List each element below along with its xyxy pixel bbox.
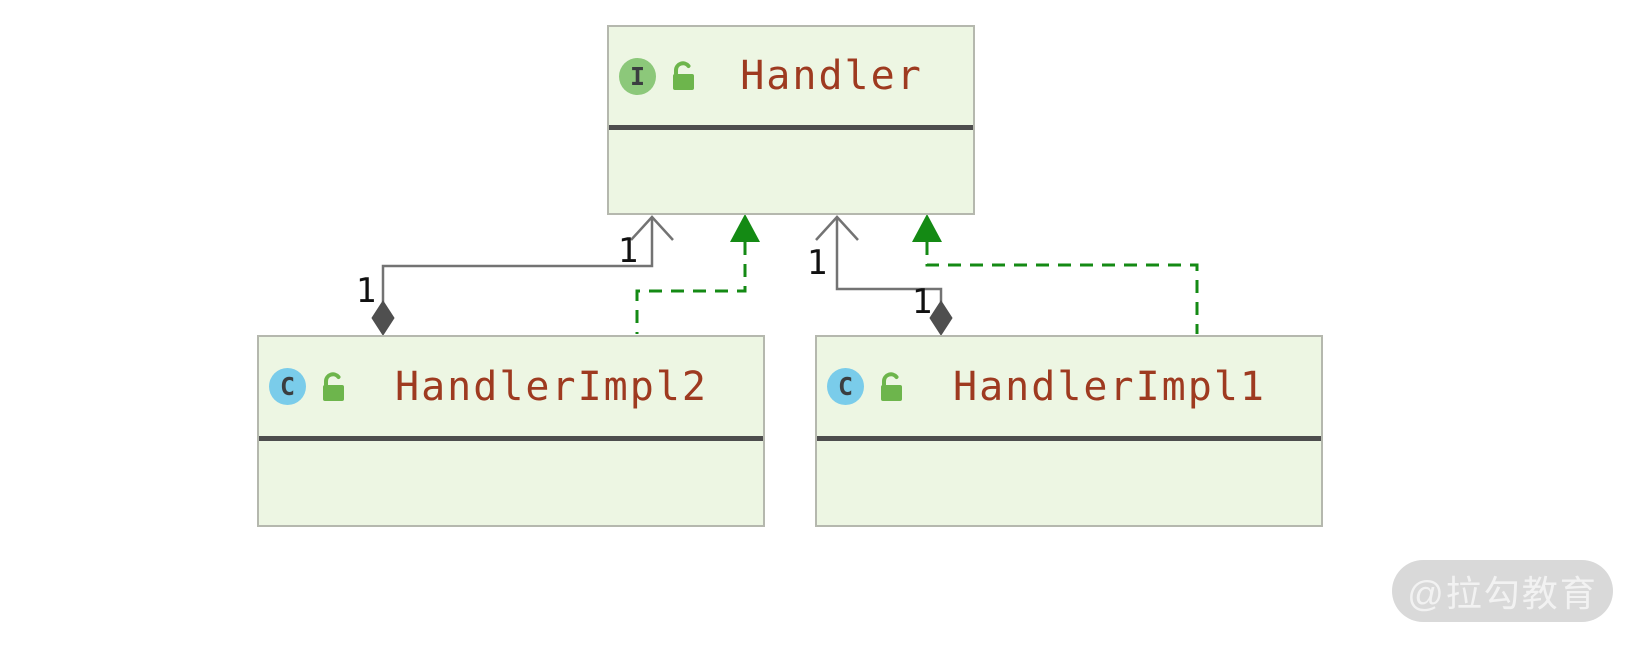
uml-node-handlerimpl1[interactable]: C HandlerImpl1: [815, 335, 1323, 527]
uml-node-handlerimpl2[interactable]: C HandlerImpl2: [257, 335, 765, 527]
uml-node-handler[interactable]: I Handler: [607, 25, 975, 215]
interface-icon: I: [619, 57, 656, 95]
multiplicity-label-impl1-source: 1: [911, 282, 933, 322]
members-section: [609, 130, 973, 213]
multiplicity-label-impl2-source: 1: [355, 271, 377, 311]
class-icon-letter: C: [279, 372, 296, 401]
class-icon-letter: C: [837, 372, 854, 401]
class-icon: C: [827, 368, 864, 405]
node-header: I Handler: [609, 27, 973, 130]
multiplicity-label-impl1-target: 1: [806, 243, 828, 283]
multiplicity-label-impl2-target: 1: [617, 231, 639, 271]
members-section: [817, 441, 1321, 525]
unlocked-padlock-icon: [881, 371, 902, 401]
triangle-arrowhead-icon: [912, 214, 942, 242]
node-title: HandlerImpl1: [953, 363, 1266, 410]
unlocked-padlock-icon: [323, 371, 344, 401]
open-arrowhead-icon: [815, 215, 859, 241]
realization-edge-handlerimpl2: [635, 214, 760, 334]
watermark-badge: @拉勾教育: [1392, 560, 1613, 622]
aggregation-edge-handlerimpl2-line: [381, 217, 654, 302]
triangle-arrowhead-icon: [730, 214, 760, 242]
node-header: C HandlerImpl2: [259, 337, 763, 441]
node-header: C HandlerImpl1: [817, 337, 1321, 441]
node-title: Handler: [740, 53, 923, 99]
realization-edge-handlerimpl1-line: [925, 242, 1199, 334]
unlocked-padlock-icon: [673, 61, 694, 90]
realization-edge-handlerimpl1: [912, 214, 1199, 334]
watermark-text: @拉勾教育: [1407, 573, 1598, 614]
aggregation-diamond-icon: [929, 300, 953, 336]
realization-edge-handlerimpl2-line: [635, 242, 747, 334]
members-section: [259, 441, 763, 525]
node-title: HandlerImpl2: [395, 363, 708, 410]
class-icon: C: [269, 368, 306, 405]
interface-icon-letter: I: [629, 61, 646, 91]
